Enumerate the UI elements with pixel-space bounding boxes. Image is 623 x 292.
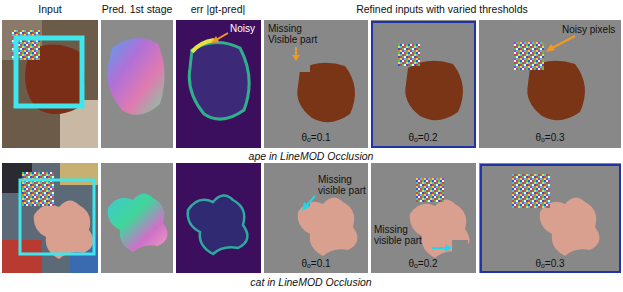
error-noisy — [192, 40, 214, 52]
arrowhead — [546, 44, 555, 52]
missing-part — [288, 54, 310, 72]
refined-panels — [264, 20, 621, 148]
missing-part — [292, 186, 310, 206]
error-map — [176, 20, 261, 148]
annotation-label: θₒ=0.2 — [408, 258, 437, 269]
noise-patch — [514, 42, 544, 70]
panel — [371, 20, 476, 148]
map-ground — [101, 20, 173, 148]
annotation-label: θₒ=0.2 — [408, 132, 437, 143]
photo-patch — [60, 163, 98, 185]
annotation-label: Missing visible part — [318, 174, 376, 196]
prediction-map — [101, 163, 173, 273]
map-ground — [176, 163, 261, 273]
arrowhead — [302, 202, 310, 211]
noise-patch — [512, 174, 550, 208]
bbox — [16, 38, 82, 106]
prediction-blob — [107, 38, 164, 115]
annotation-label: θₒ=0.3 — [535, 258, 564, 269]
annotation-label: Noisy pixels — [562, 24, 615, 35]
prediction-map — [101, 20, 173, 148]
cat-object — [34, 200, 94, 259]
column-header: Refined inputs with varied thresholds — [356, 4, 528, 16]
annotation-label: θₒ=0.1 — [301, 132, 330, 143]
photo-patch — [2, 240, 42, 273]
arrow-line — [295, 47, 297, 56]
error-outline — [188, 195, 248, 254]
row-caption: ape in LineMOD Occlusion — [249, 151, 374, 163]
annotation-label: Noisy — [230, 23, 255, 34]
column-header: Input — [38, 4, 61, 16]
annotation-label: θₒ=0.1 — [301, 258, 330, 269]
annotation-label: Missing Visible part — [268, 23, 328, 45]
arrow-line — [216, 33, 228, 40]
column-header: Pred. 1st stage — [102, 4, 173, 16]
input-photo — [2, 20, 98, 148]
missing-part — [452, 240, 468, 260]
error-map — [176, 163, 261, 273]
arrow-line — [307, 196, 315, 205]
callout-arrows — [302, 196, 452, 252]
arrowhead — [292, 55, 300, 61]
panel — [479, 20, 621, 148]
ape-object — [405, 61, 463, 120]
panel — [479, 163, 621, 273]
selected-frame — [372, 22, 475, 147]
error-outline — [189, 42, 249, 119]
map-ground — [101, 163, 173, 273]
annotation-label: θₒ=0.3 — [535, 132, 564, 143]
noise-patch — [22, 172, 54, 206]
input-photo — [2, 163, 98, 273]
annotation-label: Missing visible part — [374, 224, 432, 246]
cat-object — [298, 197, 358, 256]
photo-ground — [2, 20, 98, 148]
callout-arrows — [211, 33, 575, 61]
arrowhead — [211, 36, 219, 43]
row-caption: cat in LineMOD Occlusion — [250, 277, 371, 289]
panel — [264, 20, 368, 148]
map-ground — [176, 20, 261, 148]
noise-patch — [398, 44, 420, 66]
bbox — [20, 180, 94, 254]
arrow-line — [552, 36, 575, 48]
refined-panels — [264, 163, 621, 273]
prediction-blob — [108, 193, 168, 252]
arrow-line — [432, 247, 446, 249]
panel — [264, 163, 368, 273]
selected-frame — [481, 165, 620, 272]
arrowhead — [445, 244, 452, 252]
panel — [371, 163, 476, 273]
noise-patch — [416, 178, 444, 202]
photo-ground — [2, 163, 98, 273]
column-header: err |gt-pred| — [191, 4, 245, 16]
